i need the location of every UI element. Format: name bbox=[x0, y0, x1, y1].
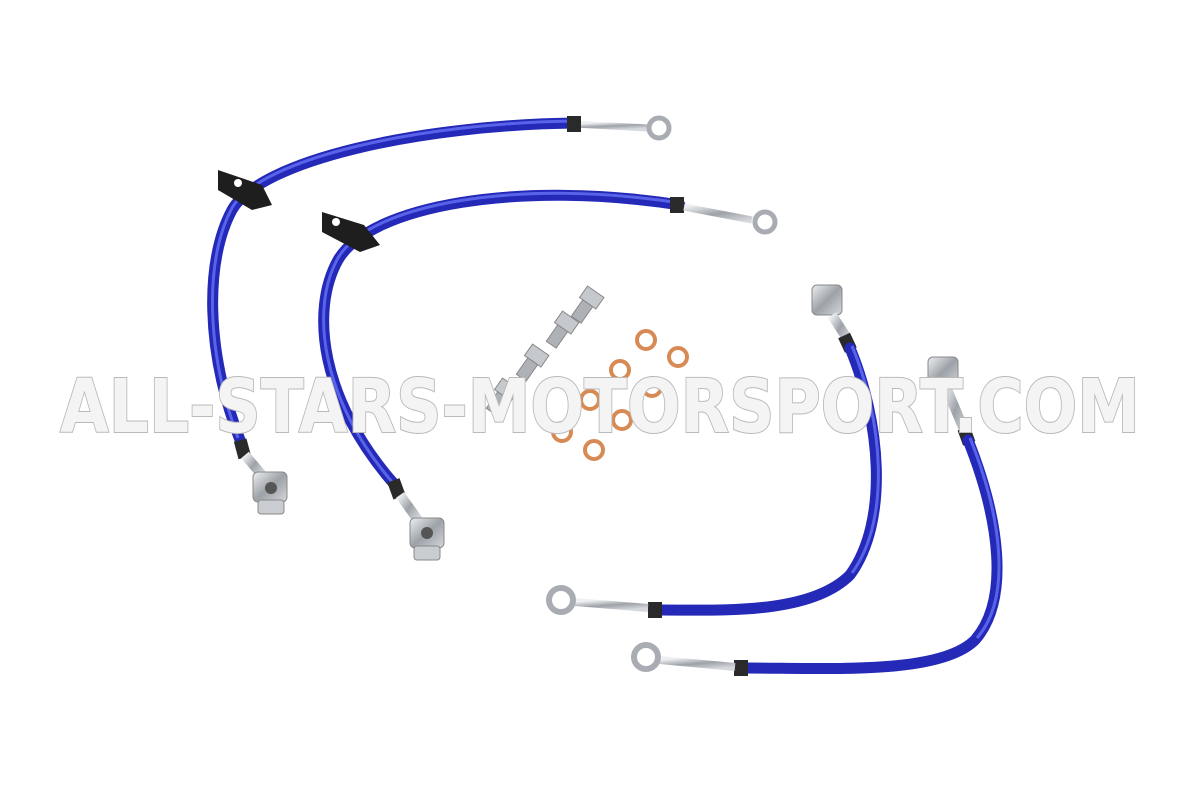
brake-hose-1 bbox=[207, 115, 672, 515]
watermark-text: ALL-STARS-MOTORSPORT.COM bbox=[60, 364, 1140, 450]
brake-hose-2 bbox=[318, 189, 778, 561]
copper-washers bbox=[551, 329, 689, 461]
brake-hose-3 bbox=[546, 284, 882, 618]
banjo-fitting-icon bbox=[646, 115, 672, 141]
banjo-bolts bbox=[485, 285, 605, 416]
mounting-bracket bbox=[218, 170, 272, 210]
brake-hose-4 bbox=[631, 356, 1003, 676]
